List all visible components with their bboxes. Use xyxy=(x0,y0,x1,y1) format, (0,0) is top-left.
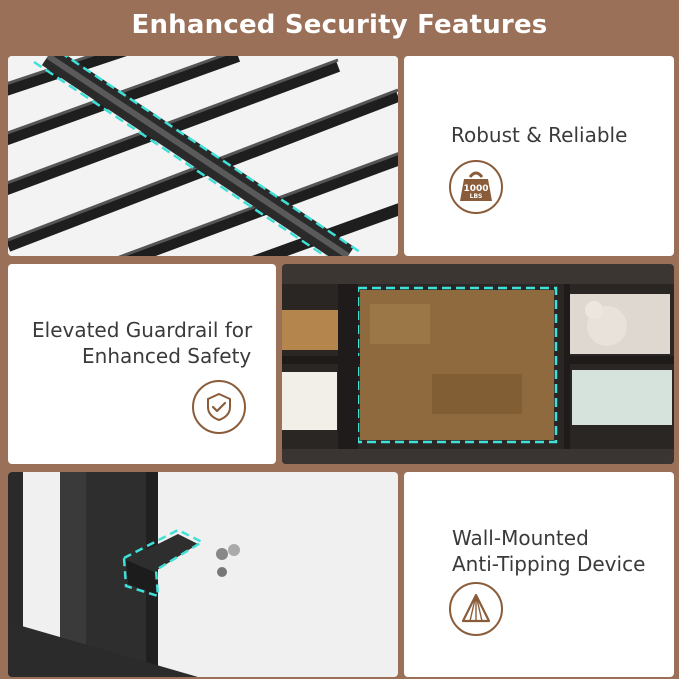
bracket-illustration xyxy=(8,472,398,677)
anti-tip-panel xyxy=(404,472,674,677)
guardrail-illustration xyxy=(282,264,674,464)
guardrail-label-line2: Enhanced Safety xyxy=(82,344,252,368)
triangle-icon xyxy=(449,582,503,636)
slats-illustration xyxy=(8,56,398,256)
slats-photo xyxy=(8,56,398,256)
page-title: Enhanced Security Features xyxy=(131,10,548,40)
guardrail-photo xyxy=(282,264,674,464)
badge-unit: LBS xyxy=(470,193,483,200)
guardrail-label-line1: Elevated Guardrail for xyxy=(32,318,253,342)
shield-glyph xyxy=(207,392,231,422)
weight-badge: 1000 LBS xyxy=(460,171,492,201)
anti-tip-label-line2: Anti-Tipping Device xyxy=(452,552,646,576)
shield-check-icon xyxy=(192,380,246,434)
robust-label: Robust & Reliable xyxy=(451,123,628,147)
weight-icon: 1000 LBS xyxy=(449,160,503,214)
robust-panel xyxy=(404,56,674,256)
badge-value: 1000 xyxy=(463,184,488,194)
bracket-photo xyxy=(8,472,398,677)
anti-tip-label-line1: Wall-Mounted xyxy=(452,526,589,550)
triangle-glyph xyxy=(461,593,491,623)
